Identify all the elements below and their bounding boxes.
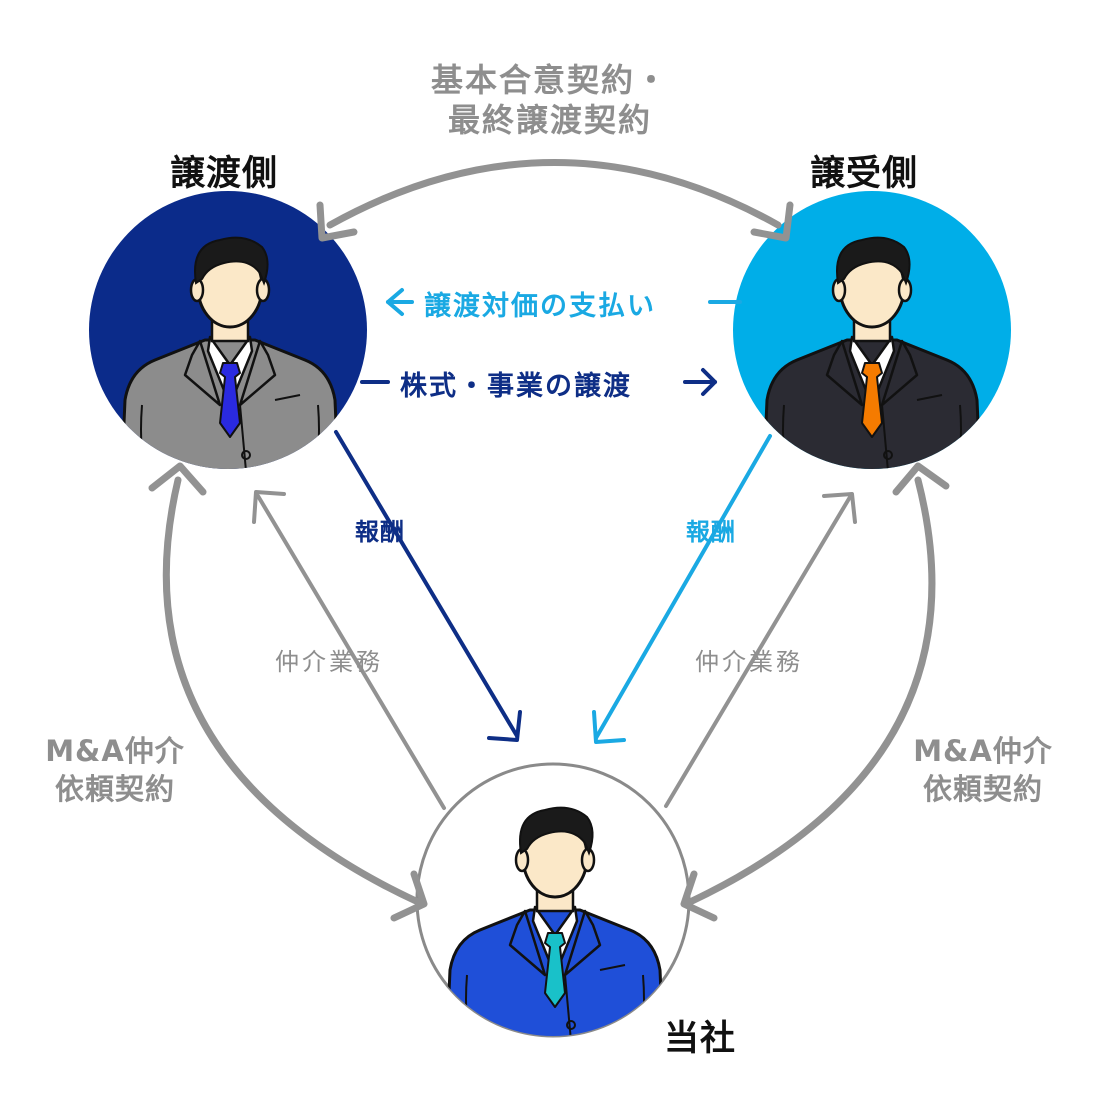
left-contract-line1: M&A仲介 (45, 734, 185, 768)
arrowhead-left-icon (316, 201, 358, 242)
arrowhead-right-icon (750, 201, 794, 242)
payment-label: 譲渡対価の支払い (424, 291, 656, 322)
arrowhead-down-icon (680, 870, 718, 922)
right-contract-label: M&A仲介 依頼契約 (898, 732, 1068, 808)
contract-arrow-top (316, 159, 794, 242)
service-arrow-right (664, 492, 857, 808)
seller-fee-label: 報酬 (355, 518, 405, 546)
top-contract-line1: 基本合意契約・ (430, 61, 669, 99)
buyer-person-figure (760, 236, 984, 469)
right-contract-line1: M&A仲介 (913, 734, 1053, 768)
left-contract-line2: 依頼契約 (54, 772, 175, 806)
buyer-person-icon (760, 236, 984, 469)
service-label-left: 仲介業務 (275, 648, 383, 676)
transfer-label: 株式・事業の譲渡 (400, 371, 632, 402)
buyer-fee-arrow (592, 434, 772, 744)
buyer-fee-label: 報酬 (686, 518, 736, 546)
top-contract-label: 基本合意契約・ 最終譲渡契約 (420, 60, 680, 140)
service-arrow-left (252, 490, 446, 810)
buyer-label: 譲受側 (810, 154, 919, 194)
top-contract-line2: 最終譲渡契約 (447, 101, 652, 139)
right-contract-line2: 依頼契約 (922, 772, 1043, 806)
seller-person-icon (118, 236, 342, 469)
transfer-arrow (360, 368, 717, 396)
payment-arrow (386, 288, 742, 316)
arrowhead-up-icon (892, 462, 950, 496)
company-label: 当社 (664, 1019, 737, 1059)
left-contract-label: M&A仲介 依頼契約 (30, 732, 200, 808)
contract-arrow-right (680, 462, 950, 922)
seller-label: 譲渡側 (170, 154, 279, 194)
seller-person-figure (118, 236, 342, 469)
arrowhead-up-icon (148, 462, 207, 496)
seller-fee-arrow (334, 430, 522, 742)
arrowhead-down-icon (390, 870, 428, 922)
contract-arrow-left (148, 462, 428, 922)
service-label-right: 仲介業務 (695, 648, 803, 676)
